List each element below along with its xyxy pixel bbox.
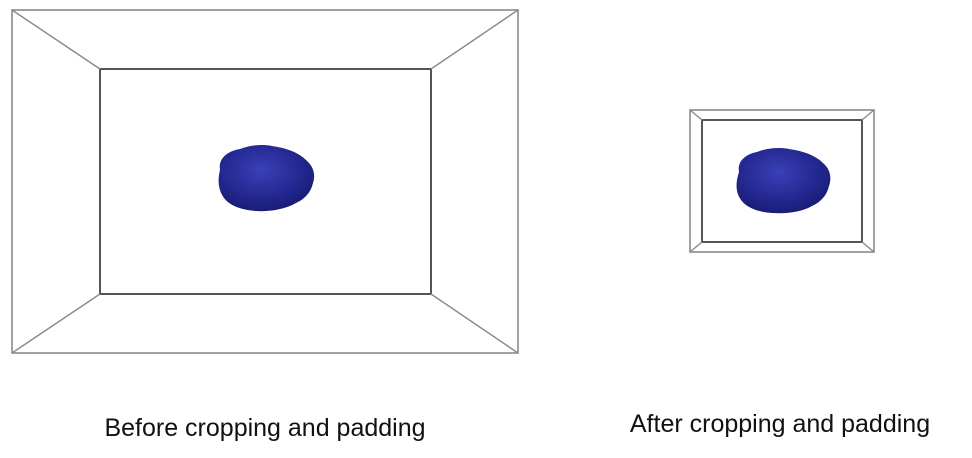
after-blob <box>736 148 831 214</box>
before-blob <box>218 145 315 212</box>
after-inner-frame <box>701 119 863 243</box>
before-edge-bottom-right <box>430 293 519 354</box>
after-panel <box>689 109 875 253</box>
before-edge-top-left <box>11 9 101 70</box>
before-panel <box>11 9 519 354</box>
after-edge-top-right <box>861 109 875 121</box>
before-edge-top-right <box>430 9 519 70</box>
after-outer-frame <box>689 109 875 253</box>
before-caption: Before cropping and padding <box>104 414 426 442</box>
after-edge-top-left <box>689 109 703 121</box>
after-edge-bottom-right <box>861 241 875 253</box>
figure-canvas <box>11 9 875 354</box>
before-edge-bottom-left <box>11 293 101 354</box>
before-inner-frame <box>99 68 432 295</box>
after-edge-bottom-left <box>689 241 703 253</box>
after-caption: After cropping and padding <box>629 410 931 438</box>
before-outer-frame <box>11 9 519 354</box>
